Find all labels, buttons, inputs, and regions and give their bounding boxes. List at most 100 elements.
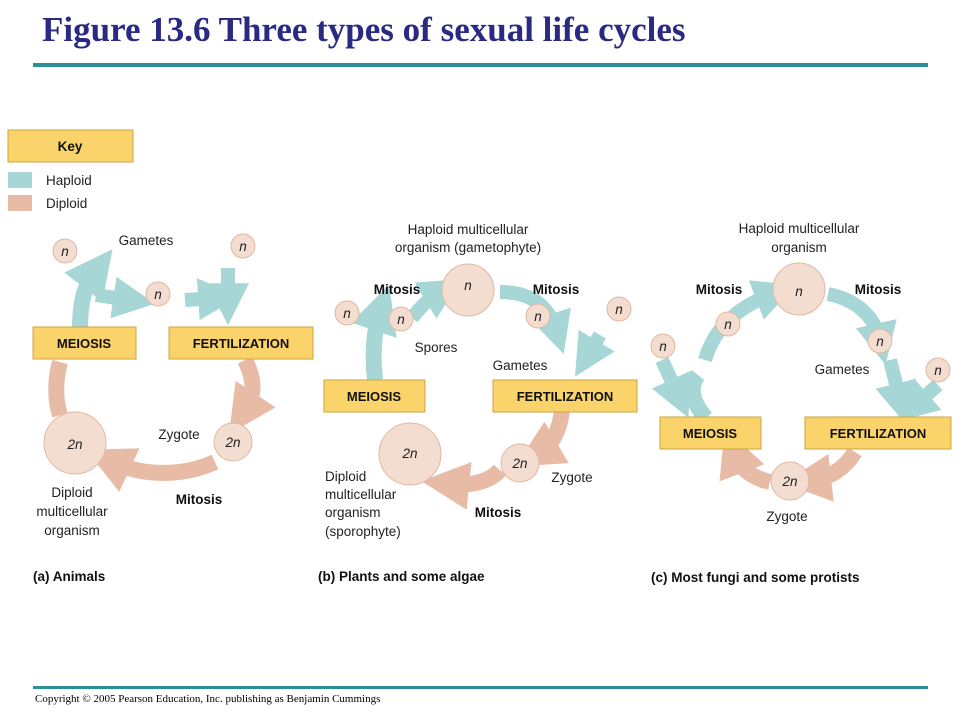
fungi-meiosis-arc [684,370,713,424]
diploid-symbol: 2n [224,435,240,450]
fungi-haploid-arrow [651,357,691,418]
key-title: Key [58,139,83,154]
plants-fertilization-box [492,379,638,413]
animals-organism-line: multicellular [36,504,108,519]
plants-sporophyte-mitosis-arrow [421,462,507,510]
fungi-zygote-label: Zygote [766,509,807,524]
fungi-gamete-cell [867,328,893,354]
key: Key Haploid Diploid [7,129,134,211]
plants-spore-cell [334,300,360,326]
fungi-fertilization-box [804,416,952,450]
plants-meiosis-arrow [351,284,397,381]
plants-zygote-cell [500,443,540,483]
fungi-haploid-cell [715,311,741,337]
plants-spores-label: Spores [415,340,458,355]
fungi-fertilization-label: FERTILIZATION [830,426,927,441]
plants-caption: (b) Plants and some algae [318,569,485,584]
plants-cycle: Haploid multicellular organism (gametoph… [318,222,638,584]
fungi-meiosis-box [659,416,762,450]
key-header-box [7,129,134,163]
plants-mitosis-left-label: Mitosis [374,282,421,297]
plants-meiosis-box [323,379,426,413]
diploid-symbol: 2n [401,446,417,461]
animals-mitosis-arrow [85,448,219,492]
title-rule [33,63,928,67]
animals-gametes-label: Gametes [119,233,174,248]
plants-sporophyte-line: multicellular [325,487,397,502]
haploid-swatch [8,172,32,188]
animals-caption: (a) Animals [33,569,105,584]
diploid-swatch [8,195,32,211]
plants-gametophyte-line: organism (gametophyte) [395,240,541,255]
animals-mitosis-label: Mitosis [176,492,223,507]
fungi-zygote-cell [770,461,810,501]
animals-gamete-cell [145,281,171,307]
haploid-symbol: n [154,287,162,302]
fungi-zygote-to-meiosis-arrow [719,428,773,490]
animals-meiosis-label: MEIOSIS [57,336,112,351]
animals-diploid-arc [48,359,68,418]
animals-gamete-cell [52,238,78,264]
haploid-symbol: n [934,363,942,378]
fungi-meiosis-label: MEIOSIS [683,426,738,441]
plants-gametes-label: Gametes [493,358,548,373]
footer-rule [33,686,928,689]
animals-gamete-arrow [184,278,241,321]
plants-sporophyte-line: organism [325,505,381,520]
animals-meiosis-arrow [64,249,113,331]
haploid-symbol: n [343,306,351,321]
key-haploid-label: Haploid [46,173,92,188]
fungi-organism-cell [772,262,826,316]
plants-gametophyte-cell [441,263,495,317]
plants-sporophyte-cell [378,422,442,486]
fungi-organism-line: organism [771,240,827,255]
fungi-mitosis-left-label: Mitosis [696,282,743,297]
plants-sporophyte-line: Diploid [325,469,366,484]
plants-zygote-arrow [515,408,570,467]
plants-spore-arrow [406,279,462,323]
copyright-notice: Copyright © 2005 Pearson Education, Inc.… [35,693,381,705]
plants-meiosis-label: MEIOSIS [347,389,402,404]
animals-cycle: n n n Gametes MEIOSIS FERTILIZATION 2n 2… [32,233,314,584]
animals-organism-line: organism [44,523,100,538]
plants-spore-cell [388,306,414,332]
haploid-symbol: n [876,334,884,349]
haploid-symbol: n [464,278,472,293]
animals-zygote-cell [213,422,253,462]
animals-organism-line: Diploid [51,485,92,500]
fungi-gamete-cell [925,357,951,383]
key-diploid-label: Diploid [46,196,87,211]
diploid-symbol: 2n [781,474,797,489]
haploid-symbol: n [397,312,405,327]
fungi-haploid-cell [650,333,676,359]
haploid-symbol: n [61,244,69,259]
haploid-symbol: n [534,309,542,324]
fungi-cycle: Haploid multicellular organism n Mitosis… [650,221,952,585]
plants-gamete-arrow [575,329,615,377]
fungi-caption: (c) Most fungi and some protists [651,570,860,585]
plants-mitosis-arrow [499,285,571,354]
haploid-symbol: n [239,239,247,254]
fungi-organism-line: Haploid multicellular [739,221,860,236]
plants-gamete-cell [525,303,551,329]
fungi-zygote-arrow [783,447,862,502]
animals-gamete-arrow [94,276,155,319]
plants-gametophyte-line: Haploid multicellular [408,222,529,237]
figure-title: Figure 13.6 Three types of sexual life c… [42,10,686,49]
fungi-gametes-label: Gametes [815,362,870,377]
plants-mitosis-bottom-label: Mitosis [475,505,522,520]
plants-zygote-label: Zygote [551,470,592,485]
animals-zygote-arrow [229,356,276,434]
haploid-symbol: n [615,302,623,317]
haploid-symbol: n [795,284,803,299]
fungi-mitosis-right-label: Mitosis [855,282,902,297]
fungi-gamete-arrow [875,358,917,425]
plants-sporophyte-line: (sporophyte) [325,524,401,539]
plants-mitosis-right-label: Mitosis [533,282,580,297]
animals-zygote-label: Zygote [158,427,199,442]
animals-gamete-cell [230,233,256,259]
haploid-symbol: n [724,317,732,332]
plants-gamete-cell [606,296,632,322]
animals-diploid-organism-cell [43,411,107,475]
